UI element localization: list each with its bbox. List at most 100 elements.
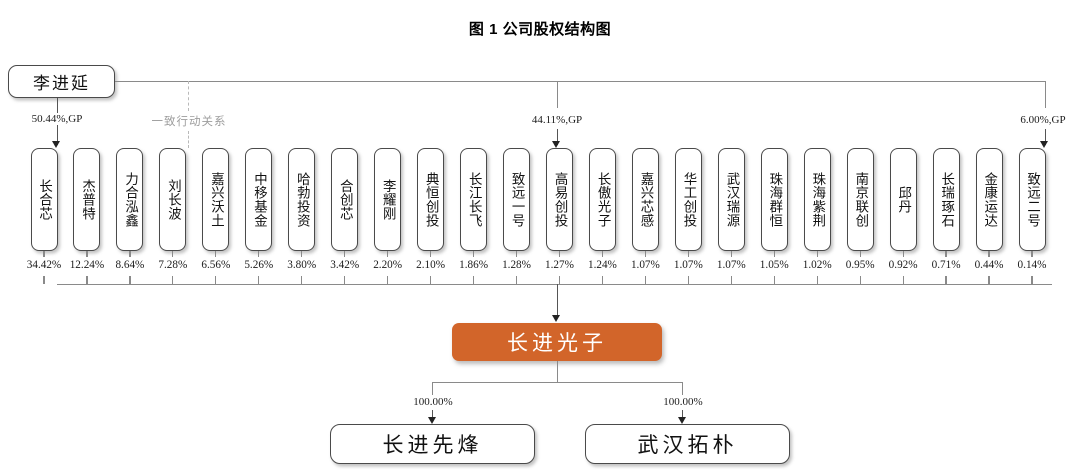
top-bus-line [115, 81, 1046, 83]
node-shareholder-6[interactable]: 哈勃投资 [288, 148, 316, 251]
gp-link-line-1 [556, 81, 558, 108]
gp-link-arrow-0 [52, 141, 60, 148]
node-shareholder-20[interactable]: 邱丹 [889, 148, 917, 251]
shareholder-pct-16: 1.07% [716, 259, 746, 271]
shareholder-stem-15 [687, 251, 689, 257]
node-shareholder-1[interactable]: 杰普特 [73, 148, 101, 251]
gp-link-line-2b [1044, 129, 1046, 145]
node-shareholder-8-label: 李耀刚 [380, 178, 396, 221]
shareholder-pct-11: 1.28% [502, 259, 531, 271]
node-shareholder-12[interactable]: 高易创投 [545, 148, 573, 251]
node-shareholder-9[interactable]: 典恒创投 [417, 148, 445, 251]
shareholder-stem-17 [773, 251, 775, 257]
shareholder-bus-tick-7 [344, 276, 346, 284]
shareholder-pct-6: 3.80% [287, 259, 317, 271]
shareholder-bus-tick-0 [43, 276, 45, 284]
node-shareholder-13-label: 长傲光子 [595, 171, 611, 228]
core-link-line [556, 284, 558, 317]
subsidiary-link-line-1b [682, 410, 684, 421]
shareholder-stem-6 [301, 251, 303, 257]
node-shareholder-23[interactable]: 致远二号 [1018, 148, 1046, 251]
shareholder-bus-tick-9 [430, 276, 432, 284]
shareholder-stem-0 [43, 251, 45, 257]
shareholder-bus-tick-17 [773, 276, 775, 284]
shareholder-stem-4 [215, 251, 217, 257]
node-shareholder-11[interactable]: 致远一号 [503, 148, 531, 251]
shareholder-pct-12: 1.27% [545, 259, 574, 271]
subsidiary-stem-line [556, 361, 558, 382]
node-subsidiary-0[interactable]: 长进先烽 [330, 424, 535, 464]
shareholder-bus-tick-8 [387, 276, 389, 284]
core-link-arrow [552, 315, 560, 322]
shareholder-stem-3 [172, 251, 174, 257]
node-shareholder-16-label: 武汉瑞源 [724, 171, 740, 228]
subsidiary-link-label-0: 100.00% [410, 396, 456, 408]
subsidiary-bus-line [432, 382, 683, 384]
node-shareholder-5[interactable]: 中移基金 [245, 148, 273, 251]
shareholder-stem-2 [129, 251, 131, 257]
shareholder-bus-tick-15 [687, 276, 689, 284]
shareholder-bus-tick-19 [859, 276, 861, 284]
node-shareholder-0[interactable]: 长合芯 [30, 148, 58, 251]
node-shareholder-13[interactable]: 长傲光子 [588, 148, 616, 251]
shareholder-bus-tick-16 [730, 276, 732, 284]
node-shareholder-7[interactable]: 合创芯 [331, 148, 359, 251]
shareholder-pct-10: 1.86% [459, 259, 489, 271]
gp-link-label-0: 50.44%,GP [28, 113, 86, 125]
shareholder-stem-5 [258, 251, 260, 257]
node-shareholder-8[interactable]: 李耀刚 [374, 148, 402, 251]
node-top-shareholder[interactable]: 李进延 [8, 65, 115, 98]
node-shareholder-4[interactable]: 嘉兴沃土 [202, 148, 230, 251]
node-shareholder-3[interactable]: 刘长波 [159, 148, 187, 251]
node-shareholder-18[interactable]: 珠海紫荆 [803, 148, 831, 251]
node-shareholder-19-label: 南京联创 [853, 171, 869, 228]
shareholder-stem-9 [430, 251, 432, 257]
node-core-company[interactable]: 长进光子 [452, 323, 662, 361]
shareholder-bus-tick-6 [301, 276, 303, 284]
shareholder-pct-22: 0.44% [974, 259, 1004, 271]
shareholder-pct-23: 0.14% [1017, 259, 1047, 271]
node-shareholder-22-label: 金康运达 [982, 171, 998, 228]
shareholder-pct-8: 2.20% [373, 259, 403, 271]
shareholder-pct-18: 1.02% [802, 259, 832, 271]
shareholder-bus-tick-13 [601, 276, 604, 284]
node-shareholder-11-label: 致远一号 [509, 171, 525, 228]
shareholder-stem-18 [816, 251, 818, 257]
node-subsidiary-1[interactable]: 武汉拓朴 [585, 424, 790, 464]
node-shareholder-15-label: 华工创投 [681, 171, 697, 228]
node-shareholder-10[interactable]: 长江长飞 [460, 148, 488, 251]
node-shareholder-1-label: 杰普特 [80, 178, 96, 221]
shareholder-stem-8 [387, 251, 389, 257]
node-shareholder-21[interactable]: 长瑞琢石 [932, 148, 960, 251]
node-subsidiary-1-label: 武汉拓朴 [637, 434, 738, 457]
shareholder-bus-tick-14 [644, 276, 646, 284]
gp-link-line-1b [556, 129, 558, 145]
shareholder-pct-5: 5.26% [244, 259, 274, 271]
node-shareholder-2[interactable]: 力合泓鑫 [116, 148, 144, 251]
node-shareholder-17[interactable]: 珠海群恒 [760, 148, 788, 251]
node-top-shareholder-label: 李进延 [33, 74, 90, 93]
shareholder-bus-tick-4 [215, 276, 217, 284]
node-shareholder-14[interactable]: 嘉兴芯感 [631, 148, 659, 251]
node-shareholder-15[interactable]: 华工创投 [674, 148, 702, 251]
concerted-action-line [188, 81, 189, 111]
shareholder-bus-tick-23 [1031, 276, 1033, 284]
shareholder-bus-tick-12 [558, 276, 561, 284]
subsidiary-link-line-0b [432, 410, 434, 421]
shareholder-bus-tick-11 [515, 276, 518, 284]
node-shareholder-22[interactable]: 金康运达 [975, 148, 1003, 251]
node-shareholder-19[interactable]: 南京联创 [846, 148, 874, 251]
shareholder-stem-20 [902, 251, 904, 257]
shareholder-pct-3: 7.28% [158, 259, 188, 271]
node-shareholder-16[interactable]: 武汉瑞源 [717, 148, 745, 251]
shareholder-stem-7 [344, 251, 346, 257]
shareholder-bus-tick-3 [172, 276, 174, 284]
node-shareholder-14-label: 嘉兴芯感 [638, 171, 654, 228]
node-shareholder-21-label: 长瑞琢石 [939, 171, 955, 228]
node-shareholder-18-label: 珠海紫荆 [810, 171, 826, 228]
shareholder-pct-9: 2.10% [416, 259, 446, 271]
node-shareholder-3-label: 刘长波 [165, 178, 181, 221]
shareholder-pct-14: 1.07% [630, 259, 660, 271]
shareholder-stem-1 [86, 251, 88, 257]
